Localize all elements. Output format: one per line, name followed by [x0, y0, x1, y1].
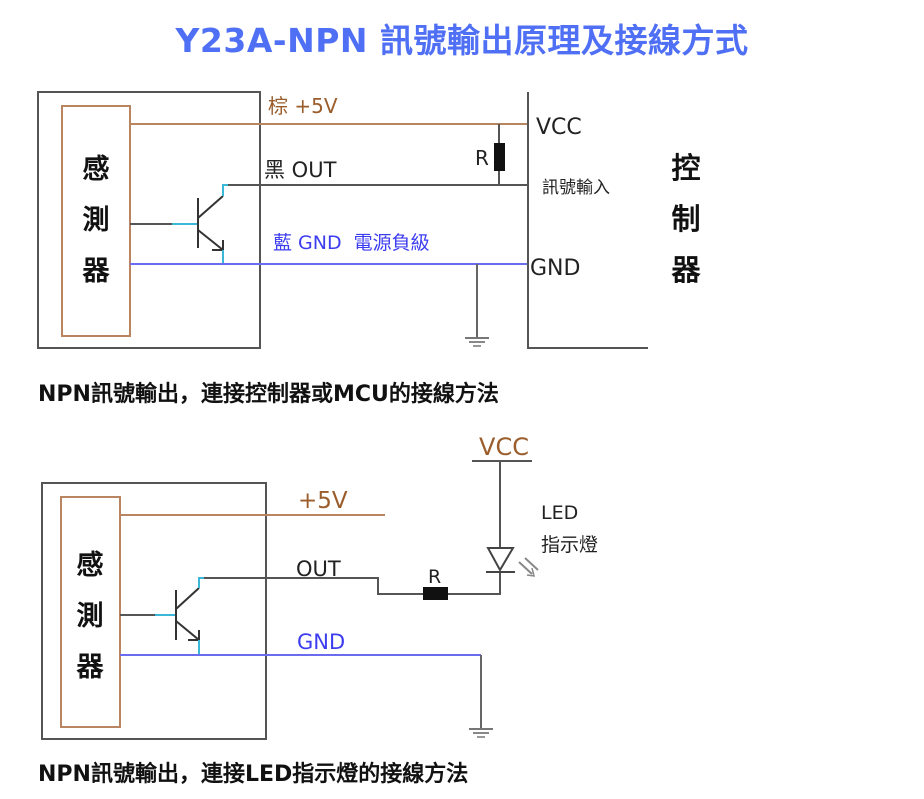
wire-plus5v-label: 棕 +5V — [268, 94, 338, 118]
npn-transistor-icon — [175, 577, 204, 655]
controller-outline — [527, 92, 648, 349]
diagram-led-wiring: 感 測 器 +5V OUT R VCC LED 指示燈 GND — [41, 433, 598, 740]
npn-transistor-icon — [197, 184, 228, 264]
wire-out-label: OUT — [296, 557, 341, 581]
vcc-label: VCC — [536, 115, 582, 140]
led-label-line1: LED — [541, 502, 578, 524]
sensor-char-1: 感 — [77, 549, 104, 581]
page-title: Y23A-NPN 訊號輸出原理及接線方式 — [175, 21, 749, 60]
sensor-char-3: 器 — [82, 256, 111, 287]
wire-gnd-label: 藍 GND 電源負級 — [273, 232, 430, 254]
resistor-icon — [494, 143, 505, 171]
resistor-label: R — [428, 566, 441, 588]
wire-resistor-led — [448, 573, 501, 595]
ground-icon — [469, 655, 493, 738]
sensor-housing — [37, 91, 261, 349]
controller-char-1: 控 — [671, 151, 700, 185]
wire-out-label: 黑 OUT — [264, 158, 337, 182]
controller-char-2: 制 — [671, 202, 700, 236]
signal-input-label: 訊號輸入 — [542, 178, 610, 198]
sensor-char-1: 感 — [83, 153, 110, 185]
led-icon — [486, 462, 539, 577]
sensor-housing — [41, 482, 267, 740]
resistor-label: R — [475, 146, 489, 170]
wire-plus5v-label: +5V — [298, 488, 348, 514]
sensor-char-2: 測 — [77, 601, 104, 632]
gnd-label: GND — [530, 256, 580, 281]
sensor-char-3: 器 — [76, 652, 105, 683]
resistor-icon — [423, 587, 448, 600]
controller-char-3: 器 — [670, 253, 701, 287]
caption-led-wiring: NPN訊號輸出，連接LED指示燈的接線方法 — [38, 762, 469, 787]
wire-out — [204, 577, 432, 595]
sensor-element — [60, 496, 121, 728]
vcc-label: VCC — [479, 433, 529, 461]
wire-gnd-label: GND — [297, 630, 345, 654]
led-label-line2: 指示燈 — [541, 534, 598, 556]
diagram-controller-wiring: 感 測 器 棕 +5V 黑 OUT 藍 GND 電源負級 R VCC 訊號輸入 … — [37, 91, 701, 349]
ground-icon — [465, 264, 489, 347]
caption-controller-wiring: NPN訊號輸出，連接控制器或MCU的接線方法 — [38, 382, 499, 407]
sensor-element — [61, 105, 131, 337]
sensor-char-2: 測 — [83, 205, 110, 236]
